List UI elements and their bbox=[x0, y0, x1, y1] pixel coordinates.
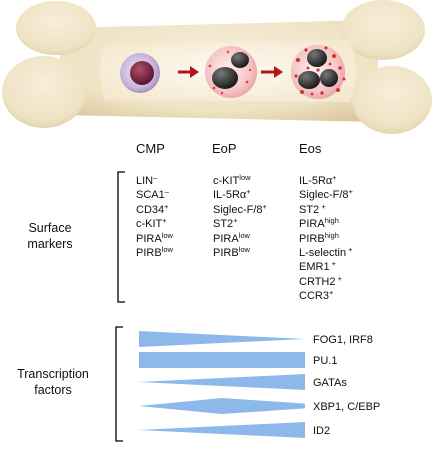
marker-name: PIRA bbox=[299, 218, 325, 231]
marker-expression: low bbox=[238, 230, 250, 240]
marker-name: ST2 bbox=[213, 218, 234, 231]
marker-expression: + bbox=[328, 288, 334, 298]
marker-cmp-5: PIRBlow bbox=[136, 246, 173, 260]
marker-name: IL-5Rα bbox=[299, 175, 333, 187]
stage-name-cmp: CMP bbox=[136, 141, 165, 156]
marker-name: c-KIT bbox=[136, 218, 163, 231]
marker-eop-4: PIRAlow bbox=[213, 230, 267, 246]
marker-name: PIRB bbox=[299, 232, 325, 245]
tf-bar-4 bbox=[139, 422, 305, 438]
marker-expression: high bbox=[324, 216, 339, 226]
marker-expression: + bbox=[348, 187, 353, 197]
surface-markers-bracket bbox=[117, 171, 125, 303]
marker-expression: + bbox=[162, 216, 167, 226]
marker-eos-3: PIRAhigh bbox=[299, 217, 353, 231]
arrow-eop-to-eos bbox=[261, 66, 283, 78]
marker-expression: + bbox=[164, 201, 169, 211]
marker-expression: + bbox=[246, 187, 251, 197]
marker-eop-3: ST2+ bbox=[213, 217, 267, 231]
marker-eop-5: PIRBlow bbox=[213, 246, 267, 260]
marker-eos-5: L-selectin + bbox=[299, 246, 353, 260]
marker-expression: + bbox=[319, 201, 326, 211]
marker-name: PIRB bbox=[213, 247, 239, 260]
marker-name: CD34 bbox=[136, 203, 165, 216]
cmp-cell bbox=[120, 53, 160, 93]
marker-expression: + bbox=[332, 173, 337, 182]
marker-expression: + bbox=[335, 273, 342, 283]
marker-eos-4: PIRBhigh bbox=[299, 230, 353, 246]
tf-bar-0 bbox=[139, 331, 305, 347]
marker-eos-6: EMR1 + bbox=[299, 260, 353, 274]
marker-expression: + bbox=[233, 216, 238, 226]
tf-label-gatas: GATAs bbox=[313, 377, 347, 389]
marker-expression: + bbox=[329, 259, 337, 269]
stage-name-eos: Eos bbox=[299, 141, 322, 156]
marker-cmp-0: LIN– bbox=[136, 174, 173, 188]
marker-expression: low bbox=[238, 245, 250, 255]
tf-label-fog1-irf8: FOG1, IRF8 bbox=[313, 334, 373, 346]
marker-name: L-selectin bbox=[299, 247, 347, 260]
marker-expression: + bbox=[346, 245, 353, 255]
marker-expression: low bbox=[161, 245, 173, 255]
tf-label-xbp1-cebp: XBP1, C/EBP bbox=[313, 401, 381, 413]
transcription-factor-bars bbox=[139, 331, 305, 438]
marker-eos-7: CRTH2 + bbox=[299, 275, 353, 289]
marker-eop-2: Siglec-F/8+ bbox=[213, 203, 267, 217]
marker-name: Siglec-F/8 bbox=[299, 189, 349, 202]
marker-eos-2: ST2 + bbox=[299, 203, 353, 217]
marker-name: LIN bbox=[136, 175, 154, 187]
marker-name: PIRB bbox=[136, 247, 162, 260]
tf-bar-2 bbox=[139, 374, 305, 390]
marker-eop-0: c-KITlow bbox=[213, 174, 267, 188]
tf-label-pu1: PU.1 bbox=[313, 355, 338, 367]
stage-name-eop: EoP bbox=[212, 141, 237, 156]
marker-expression: low bbox=[161, 230, 173, 240]
marker-name: c-KIT bbox=[213, 175, 240, 187]
marker-expression: low bbox=[239, 173, 251, 182]
marker-eop-1: IL-5Rα+ bbox=[213, 188, 267, 202]
marker-cmp-1: SCA1– bbox=[136, 188, 173, 202]
tf-bar-1 bbox=[139, 352, 305, 368]
tf-bar-3 bbox=[139, 398, 305, 414]
marker-expression: high bbox=[324, 230, 339, 240]
marker-cmp-2: CD34+ bbox=[136, 203, 173, 217]
eos-cell bbox=[291, 45, 346, 99]
marker-name: PIRA bbox=[213, 232, 239, 245]
marker-name: IL-5Rα bbox=[213, 189, 247, 202]
transcription-factors-label: Transcription factors bbox=[17, 367, 89, 397]
marker-expression: + bbox=[262, 201, 267, 211]
eop-cell bbox=[205, 46, 257, 98]
marker-name: CCR3 bbox=[299, 290, 329, 303]
arrow-cmp-to-eop bbox=[178, 66, 199, 78]
marker-name: Siglec-F/8 bbox=[213, 203, 263, 216]
marker-eos-1: Siglec-F/8+ bbox=[299, 188, 353, 202]
surface-markers-label: Surface markers bbox=[27, 221, 73, 251]
tf-label-id2: ID2 bbox=[313, 425, 331, 437]
marker-eos-0: IL-5Rα+ bbox=[299, 174, 353, 188]
marker-name: CRTH2 bbox=[299, 275, 336, 288]
marker-cmp-4: PIRAlow bbox=[136, 230, 173, 246]
marker-name: PIRA bbox=[136, 232, 162, 245]
marker-name: ST2 bbox=[299, 203, 320, 216]
marker-cmp-3: c-KIT+ bbox=[136, 217, 173, 231]
transcription-factors-bracket bbox=[115, 326, 123, 442]
marker-name: EMR1 bbox=[299, 261, 330, 274]
marker-eos-8: CCR3+ bbox=[299, 289, 353, 303]
marker-expression: – bbox=[153, 173, 158, 182]
marker-expression: – bbox=[164, 187, 169, 197]
marker-name: SCA1 bbox=[136, 189, 165, 202]
